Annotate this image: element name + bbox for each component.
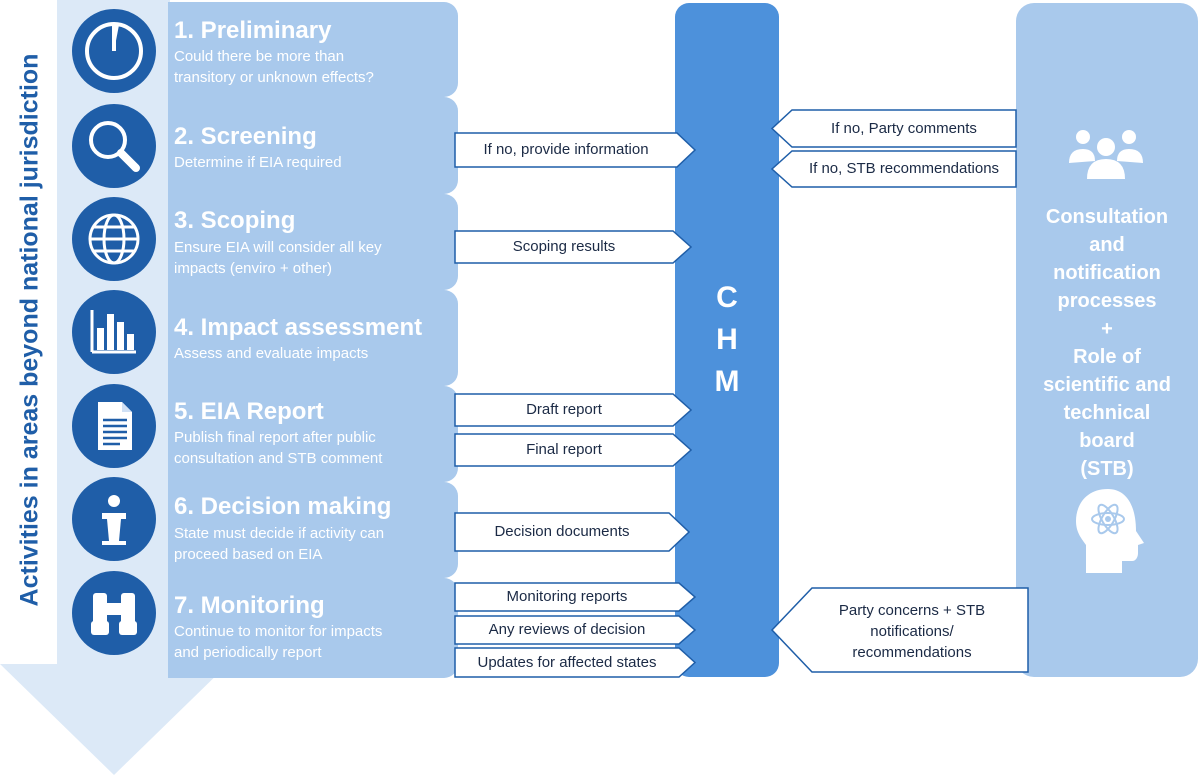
magnifier-icon xyxy=(72,104,156,188)
step-desc: Determine if EIA required xyxy=(174,154,342,171)
step-title: 4. Impact assessment xyxy=(174,314,423,341)
step-title: 5. EIA Report xyxy=(174,398,324,425)
arrow-to-chm: Scoping results xyxy=(454,230,693,264)
step-scoping: 3. Scoping Ensure EIA will consider all … xyxy=(168,194,458,290)
document-icon xyxy=(72,384,156,468)
step-decision-making: 6. Decision making State must decide if … xyxy=(168,482,458,578)
arrow-label: If no, Party comments xyxy=(831,120,977,137)
stopwatch-icon xyxy=(72,9,156,93)
bar-chart-icon xyxy=(72,290,156,374)
consultation-text: Consultation and notification processes … xyxy=(1043,206,1171,480)
arrow-from-panel: If no, STB recommendations xyxy=(770,150,1017,188)
arrow-to-chm: Draft report xyxy=(454,393,693,427)
chm-letter: M xyxy=(714,365,740,398)
arrow-to-chm: Monitoring reports xyxy=(454,582,697,612)
chm-letter: C xyxy=(716,281,738,314)
chm-letter: H xyxy=(716,323,738,356)
side-label: Activities in areas beyond national juri… xyxy=(15,53,44,607)
people-group-icon xyxy=(1069,130,1143,179)
arrow-label: Decision documents xyxy=(494,523,630,540)
arrow-label: Scoping results xyxy=(512,238,616,255)
arrow-to-chm: Final report xyxy=(454,433,693,467)
arrow-label: If no, STB recommendations xyxy=(808,160,1000,177)
arrow-to-chm: Decision documents xyxy=(454,512,691,552)
step-impact-assessment: 4. Impact assessment Assess and evaluate… xyxy=(168,290,458,386)
arrow-label: Updates for affected states xyxy=(477,654,657,671)
step-title: 3. Scoping xyxy=(174,207,296,234)
arrow-label: Final report xyxy=(526,441,602,458)
arrow-to-chm: Updates for affected states xyxy=(454,647,697,678)
globe-icon xyxy=(72,197,156,281)
arrow-to-chm: If no, provide information xyxy=(454,132,697,168)
binoculars-icon xyxy=(72,571,156,655)
step-title: 1. Preliminary xyxy=(174,17,332,44)
podium-icon xyxy=(72,477,156,561)
step-title: 6. Decision making xyxy=(174,493,392,520)
step-title: 7. Monitoring xyxy=(174,592,325,619)
arrow-from-panel: If no, Party comments xyxy=(770,109,1017,148)
arrow-label: If no, provide information xyxy=(483,141,649,158)
arrow-label: Draft report xyxy=(526,401,602,418)
arrow-label: Any reviews of decision xyxy=(488,621,646,638)
arrow-to-chm: Any reviews of decision xyxy=(454,615,697,645)
step-screening: 2. Screening Determine if EIA required xyxy=(168,97,458,194)
arrow-from-panel: Party concerns + STB notifications/ reco… xyxy=(770,587,1029,673)
chm-column: C H M xyxy=(675,3,779,677)
consultation-panel: Consultation and notification processes … xyxy=(1016,3,1198,677)
arrow-label: Monitoring reports xyxy=(506,588,628,605)
step-monitoring: 7. Monitoring Continue to monitor for im… xyxy=(168,578,458,678)
step-desc: Assess and evaluate impacts xyxy=(174,345,369,362)
step-title: 2. Screening xyxy=(174,123,317,150)
step-eia-report: 5. EIA Report Publish final report after… xyxy=(168,386,458,482)
head-atom-icon xyxy=(1076,489,1144,573)
arrow-label: Party concerns + STB notifications/ reco… xyxy=(838,602,986,661)
